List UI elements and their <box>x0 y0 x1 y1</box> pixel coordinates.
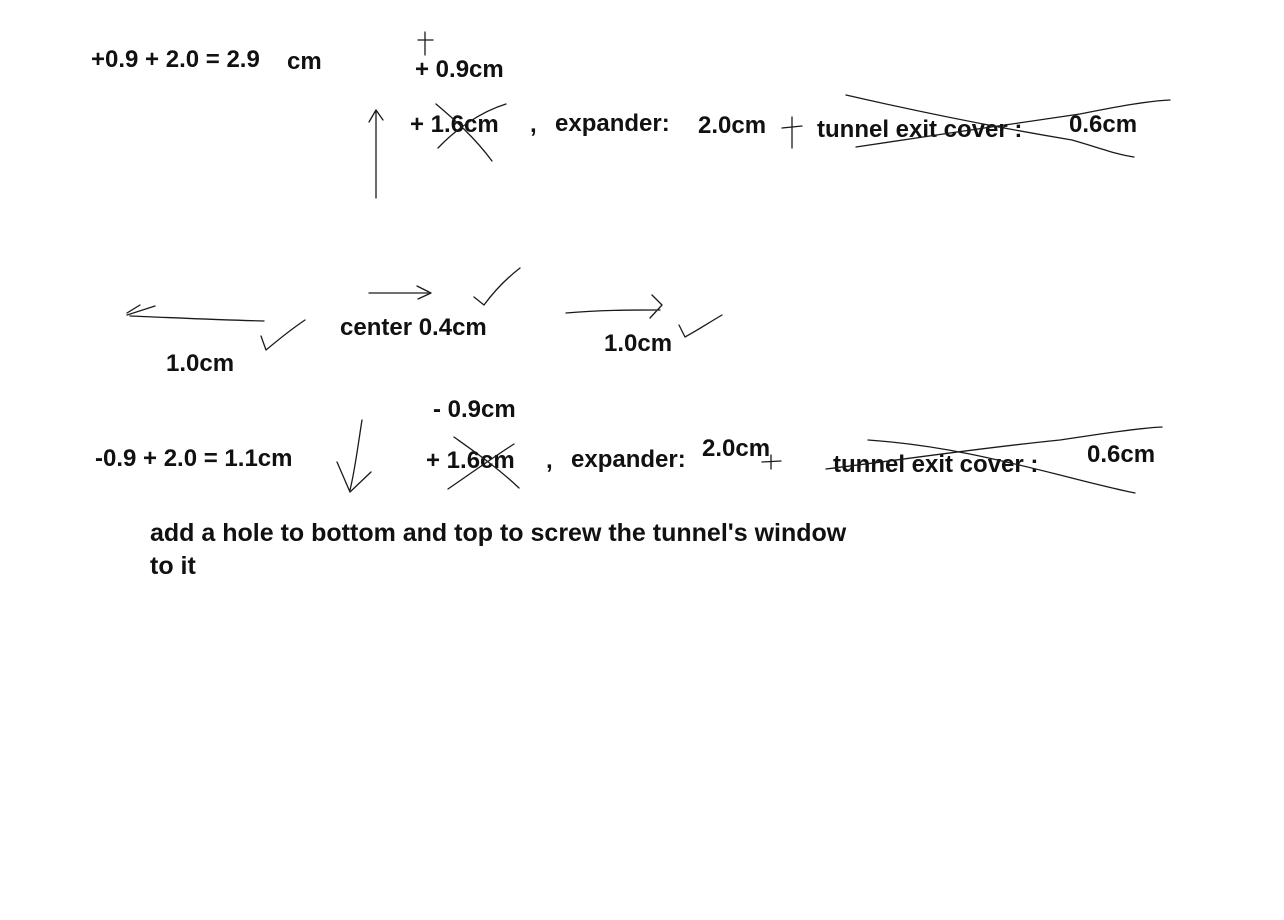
right-arrow <box>565 294 663 319</box>
bottom-expander-label: expander: <box>571 446 686 473</box>
bottom-cover-label: tunnel exit cover : <box>833 451 1039 478</box>
bottom-segment-cross <box>447 436 520 490</box>
top-expander-value: 2.0cm <box>698 112 767 139</box>
top-cover-value: 0.6cm <box>1069 111 1138 138</box>
top-plus-mark <box>417 31 434 56</box>
left-arrow <box>126 304 265 322</box>
bottom-cover-strike-2 <box>825 426 1163 470</box>
top-cover-strike-1 <box>845 94 1135 158</box>
up-arrow <box>368 109 384 199</box>
center-right-arrow <box>368 285 432 300</box>
top-cover-strike-2 <box>855 99 1171 148</box>
bottom-equation: -0.9 + 2.0 = 1.1cm <box>95 445 293 472</box>
top-separator: , <box>530 111 537 138</box>
bottom-offset: - 0.9cm <box>433 396 516 423</box>
bottom-expander-value: 2.0cm <box>702 435 771 462</box>
bottom-cover-strike-1 <box>867 439 1136 494</box>
bottom-plus-after <box>761 454 782 470</box>
bottom-separator: , <box>546 447 553 474</box>
top-plus-between <box>781 116 803 149</box>
top-offset: + 0.9cm <box>415 56 504 83</box>
note-text: add a hole to bottom and top to screw th… <box>150 519 847 580</box>
right-value: 1.0cm <box>604 330 673 357</box>
left-value: 1.0cm <box>166 350 235 377</box>
center-label: center 0.4cm <box>340 314 487 341</box>
right-check <box>678 314 723 338</box>
top-equation: +0.9 + 2.0 = 2.9 <box>91 46 260 73</box>
top-equation-unit: cm <box>287 48 322 75</box>
top-expander-label: expander: <box>555 110 670 137</box>
center-check <box>473 267 521 306</box>
bottom-cover-value: 0.6cm <box>1087 441 1156 468</box>
down-arrow <box>336 419 372 493</box>
top-segment-cross <box>435 103 507 162</box>
left-check <box>260 319 306 351</box>
